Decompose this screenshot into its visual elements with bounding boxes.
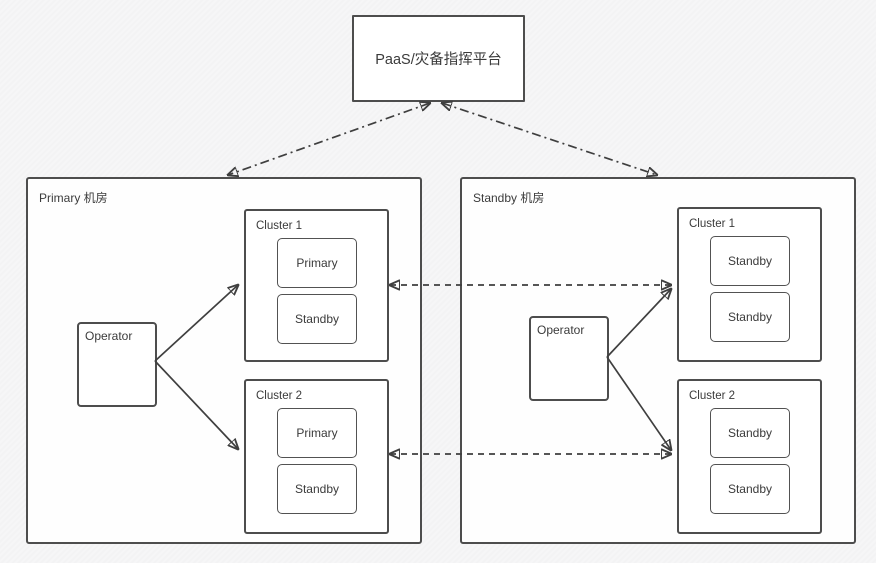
standby-cluster-2: Cluster 2 Standby Standby	[677, 379, 822, 534]
standby-cluster-1-node-2: Standby	[710, 292, 790, 342]
platform-node: PaaS/灾备指挥平台	[352, 15, 525, 102]
primary-cluster-1-node-2: Standby	[277, 294, 357, 344]
standby-cluster-2-node-1: Standby	[710, 408, 790, 458]
node-label: Standby	[727, 426, 773, 440]
standby-cluster-2-node-2: Standby	[710, 464, 790, 514]
primary-room: Primary 机房 Operator Cluster 1 Primary St…	[26, 177, 422, 544]
primary-cluster-1: Cluster 1 Primary Standby	[244, 209, 389, 362]
primary-cluster-2: Cluster 2 Primary Standby	[244, 379, 389, 534]
standby-operator-node: Operator	[529, 316, 609, 401]
primary-cluster-2-label: Cluster 2	[256, 390, 303, 402]
primary-cluster-1-label: Cluster 1	[256, 220, 303, 232]
standby-cluster-1-node-1: Standby	[710, 236, 790, 286]
node-label: Primary	[296, 426, 338, 440]
primary-cluster-2-node-1: Primary	[277, 408, 357, 458]
primary-cluster-2-node-2: Standby	[277, 464, 357, 514]
primary-operator-label: Operator	[85, 329, 133, 343]
node-label: Standby	[727, 482, 773, 496]
arrow-platform-to-standby-room	[442, 103, 657, 175]
standby-cluster-2-label: Cluster 2	[689, 390, 736, 402]
standby-room-label: Standby 机房	[473, 191, 545, 205]
arrow-platform-to-primary-room	[228, 103, 430, 175]
node-label: Standby	[727, 310, 773, 324]
primary-operator-node: Operator	[77, 322, 157, 407]
standby-cluster-1: Cluster 1 Standby Standby	[677, 207, 822, 362]
node-label: Standby	[294, 482, 340, 496]
platform-label: PaaS/灾备指挥平台	[375, 52, 502, 68]
node-label: Standby	[727, 254, 773, 268]
node-label: Standby	[294, 312, 340, 326]
node-label: Primary	[296, 256, 338, 270]
standby-operator-label: Operator	[537, 323, 585, 337]
primary-room-label: Primary 机房	[39, 191, 108, 205]
standby-room: Standby 机房 Operator Cluster 1 Standby St…	[460, 177, 856, 544]
primary-cluster-1-node-1: Primary	[277, 238, 357, 288]
standby-cluster-1-label: Cluster 1	[689, 218, 736, 230]
